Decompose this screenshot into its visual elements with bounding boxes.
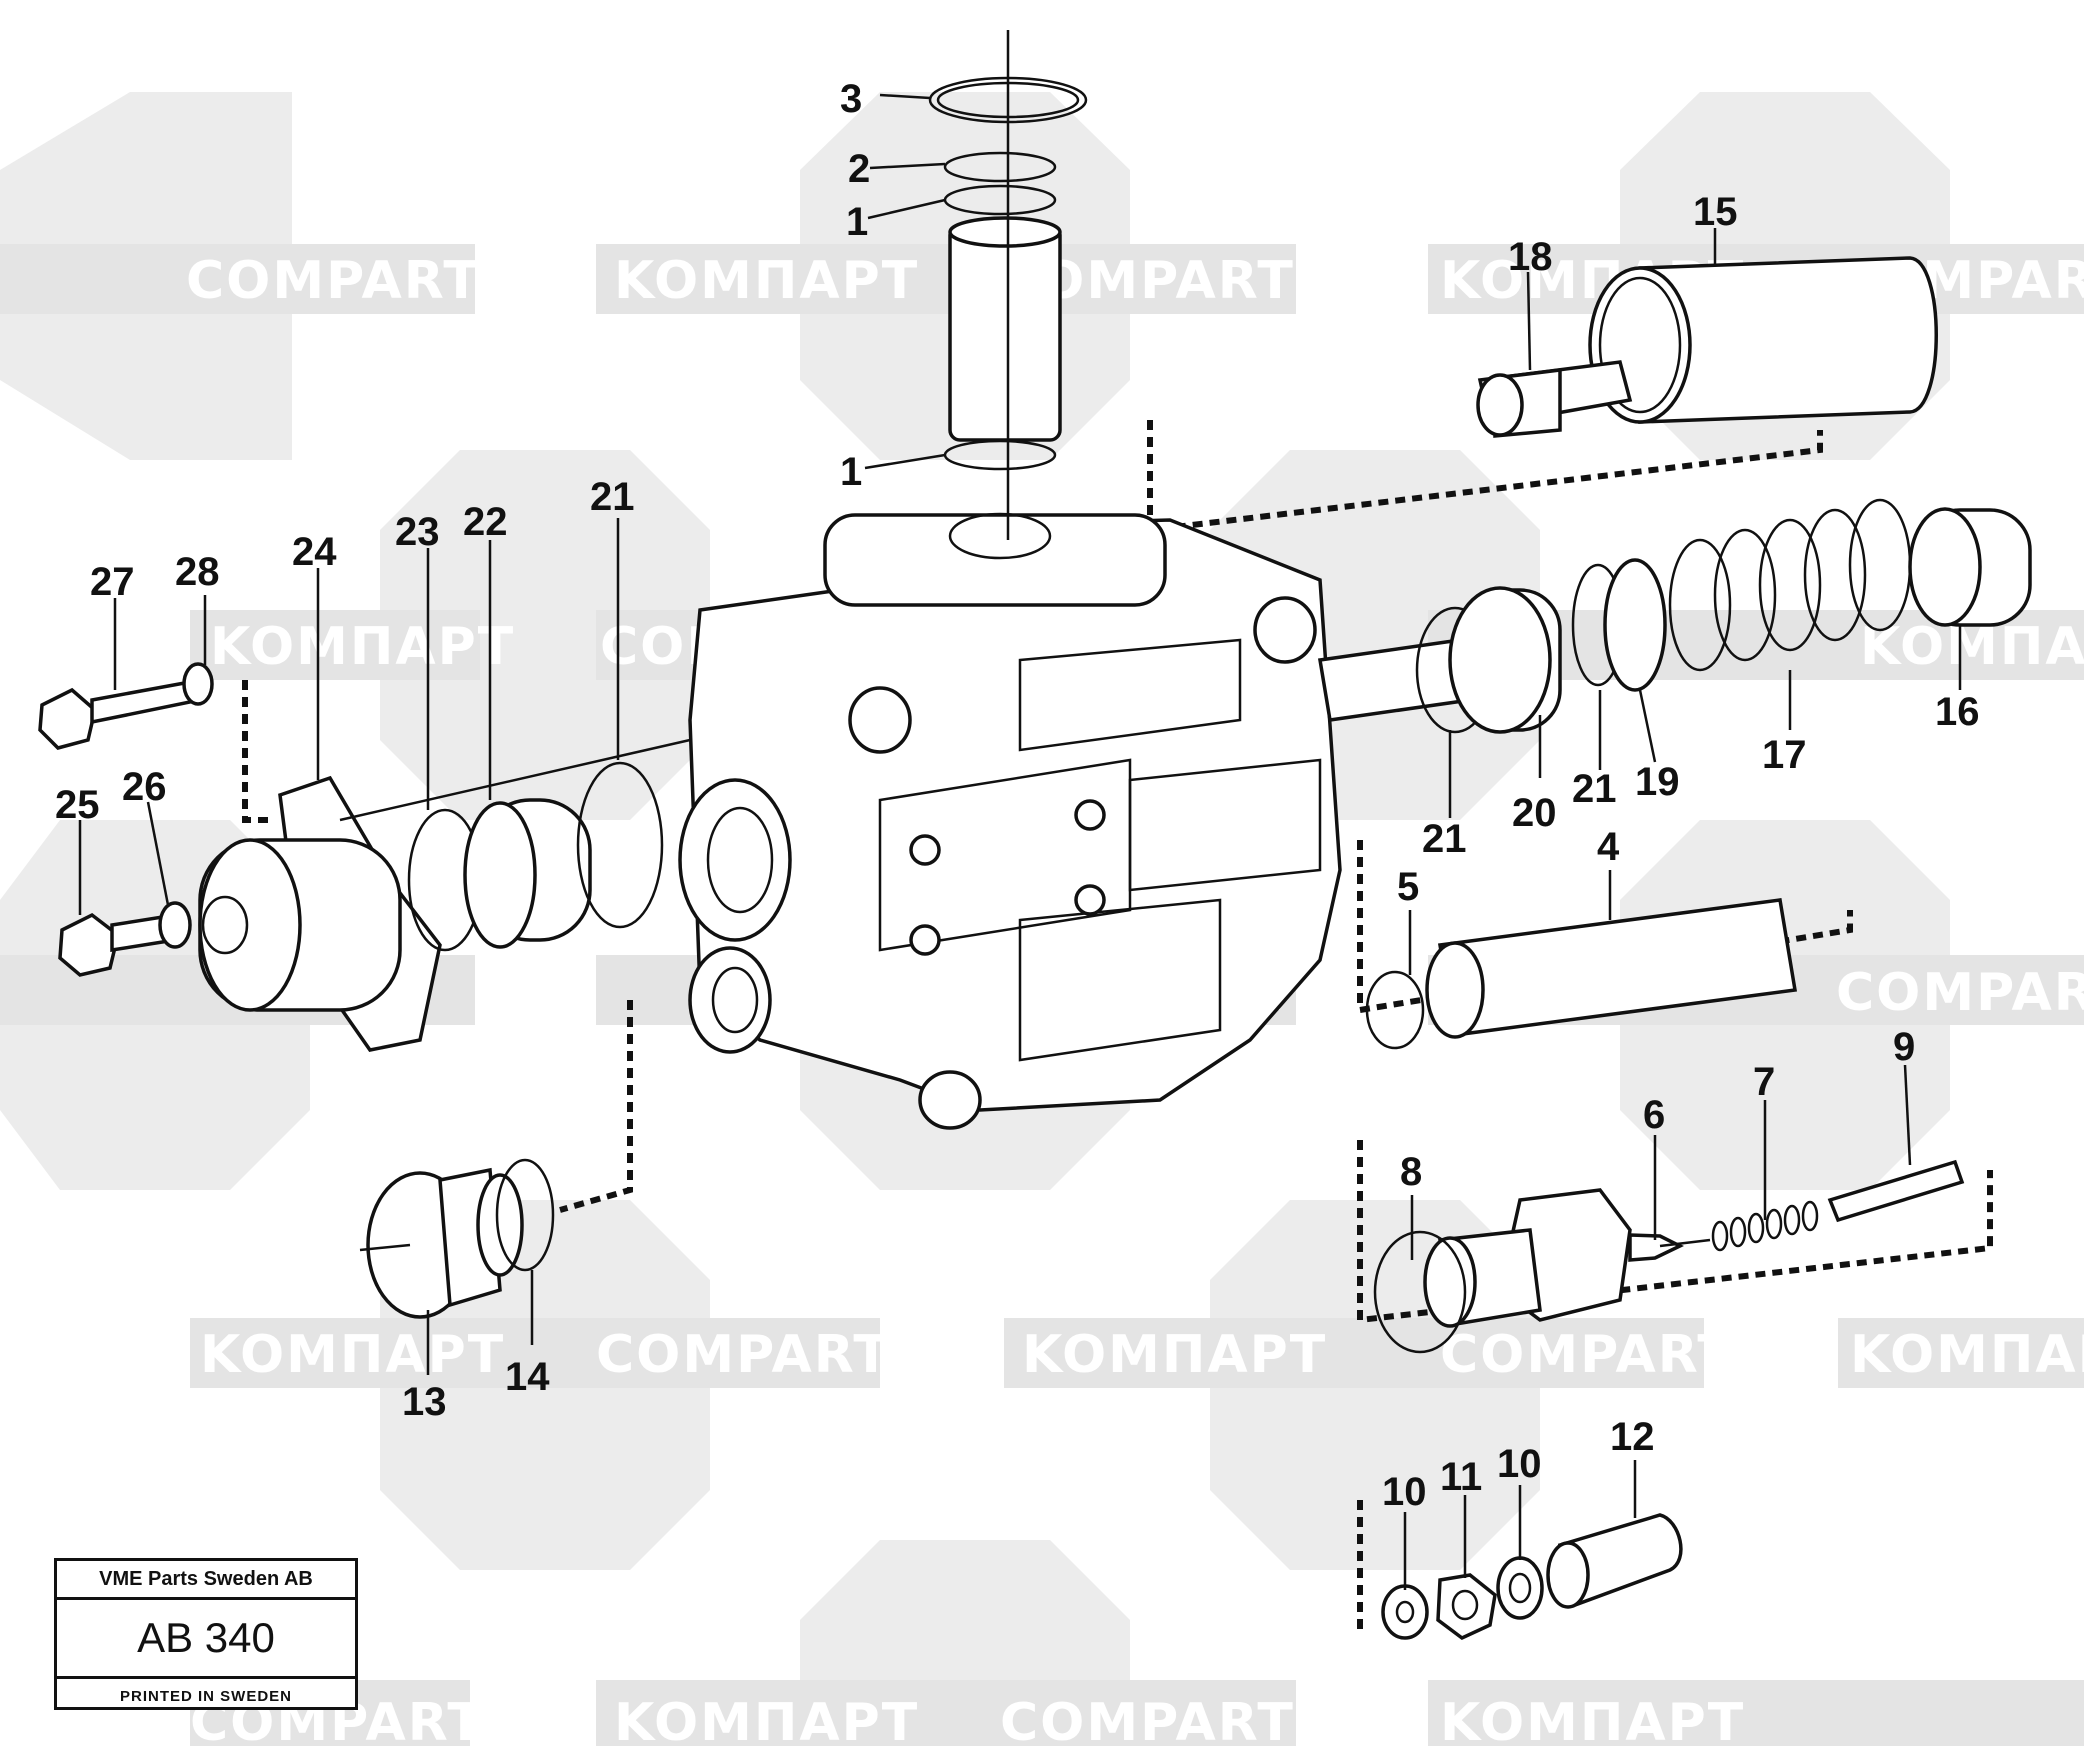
watermark-word: KOMПАРТ bbox=[614, 1693, 919, 1746]
valve-housing bbox=[678, 512, 1342, 1130]
relief-valve bbox=[1373, 1159, 1965, 1354]
leader-lines bbox=[78, 93, 1962, 1590]
top-sleeve-assembly bbox=[928, 30, 1088, 540]
callout-6: 6 bbox=[1643, 1093, 1665, 1137]
watermark-word: COMPART bbox=[596, 1325, 891, 1385]
callout-17: 17 bbox=[1762, 733, 1807, 777]
watermark-word: KOMПАРТ bbox=[1850, 1325, 2084, 1385]
watermark-word: KOMПАРТ bbox=[1440, 1693, 1745, 1746]
stamp-printed: PRINTED IN SWEDEN bbox=[119, 1687, 292, 1705]
callout-2: 2 bbox=[848, 147, 870, 191]
left-cover-assembly bbox=[198, 738, 691, 1052]
coil-spring bbox=[1668, 498, 1912, 672]
callout-12: 12 bbox=[1610, 1415, 1655, 1459]
title-stamp: VME Parts Sweden AB AB 340 PRINTED IN SW… bbox=[54, 1558, 358, 1710]
callout-3: 3 bbox=[840, 77, 862, 121]
callout-10: 10 bbox=[1497, 1442, 1542, 1486]
watermark-word: KOMПАРТ bbox=[200, 1325, 505, 1385]
callout-16: 16 bbox=[1935, 690, 1980, 734]
spool-4 bbox=[1365, 898, 1798, 1050]
watermark-word: COMPART bbox=[186, 251, 481, 311]
guide-line bbox=[1357, 1140, 1993, 1324]
watermark-word: COMPART bbox=[1836, 963, 2084, 1023]
nut-washer-sleeve bbox=[1381, 1513, 1683, 1641]
callout-21: 21 bbox=[1422, 817, 1467, 861]
guide-line bbox=[1357, 840, 1853, 1014]
watermark-word: KOMПАРТ bbox=[210, 617, 515, 677]
callout-10: 10 bbox=[1382, 1470, 1427, 1514]
callout-18: 18 bbox=[1508, 235, 1553, 279]
callout-13: 13 bbox=[402, 1380, 447, 1424]
callout-28: 28 bbox=[175, 550, 220, 594]
callout-20: 20 bbox=[1512, 791, 1557, 835]
watermark-word: KOMПАРТ bbox=[614, 251, 919, 311]
stamp-code: AB 340 bbox=[57, 1600, 355, 1679]
plug-13 bbox=[359, 1158, 555, 1319]
callout-1: 1 bbox=[840, 450, 862, 494]
callout-27: 27 bbox=[90, 560, 135, 604]
guide-line bbox=[559, 1000, 633, 1213]
small-spring bbox=[1711, 1200, 1819, 1252]
callout-26: 26 bbox=[122, 765, 167, 809]
guide-line bbox=[242, 680, 275, 823]
callout-labels: 3 2 1 1 18 15 27 28 24 23 22 21 25 26 21… bbox=[55, 77, 1980, 1514]
assembly-guides bbox=[242, 420, 1993, 1630]
callout-24: 24 bbox=[292, 530, 337, 574]
callout-21: 21 bbox=[590, 475, 635, 519]
guide-line bbox=[1147, 420, 1823, 534]
watermark-word: KOMПАРТ bbox=[1860, 617, 2084, 677]
callout-25: 25 bbox=[55, 783, 100, 827]
callout-4: 4 bbox=[1597, 825, 1620, 869]
callout-23: 23 bbox=[395, 510, 440, 554]
callout-8: 8 bbox=[1400, 1150, 1422, 1194]
callout-9: 9 bbox=[1893, 1025, 1915, 1069]
callout-1: 1 bbox=[846, 200, 868, 244]
callout-22: 22 bbox=[463, 500, 508, 544]
watermark-word: COMPART bbox=[1440, 1325, 1735, 1385]
watermark-word: KOMПАРТ bbox=[1022, 1325, 1327, 1385]
parts-artwork bbox=[38, 30, 2032, 1641]
spring-spool-assembly bbox=[1317, 498, 2032, 734]
callout-19: 19 bbox=[1635, 760, 1680, 804]
callout-11: 11 bbox=[1440, 1455, 1482, 1499]
callout-15: 15 bbox=[1693, 190, 1738, 234]
callout-7: 7 bbox=[1753, 1060, 1775, 1104]
callout-14: 14 bbox=[505, 1355, 550, 1399]
callout-5: 5 bbox=[1397, 865, 1419, 909]
cap-and-screw bbox=[1476, 256, 1938, 438]
stamp-company: VME Parts Sweden AB bbox=[57, 1561, 355, 1600]
watermark-word: COMPART bbox=[1000, 1693, 1295, 1746]
left-bolts bbox=[38, 662, 214, 977]
callout-21: 21 bbox=[1572, 767, 1617, 811]
